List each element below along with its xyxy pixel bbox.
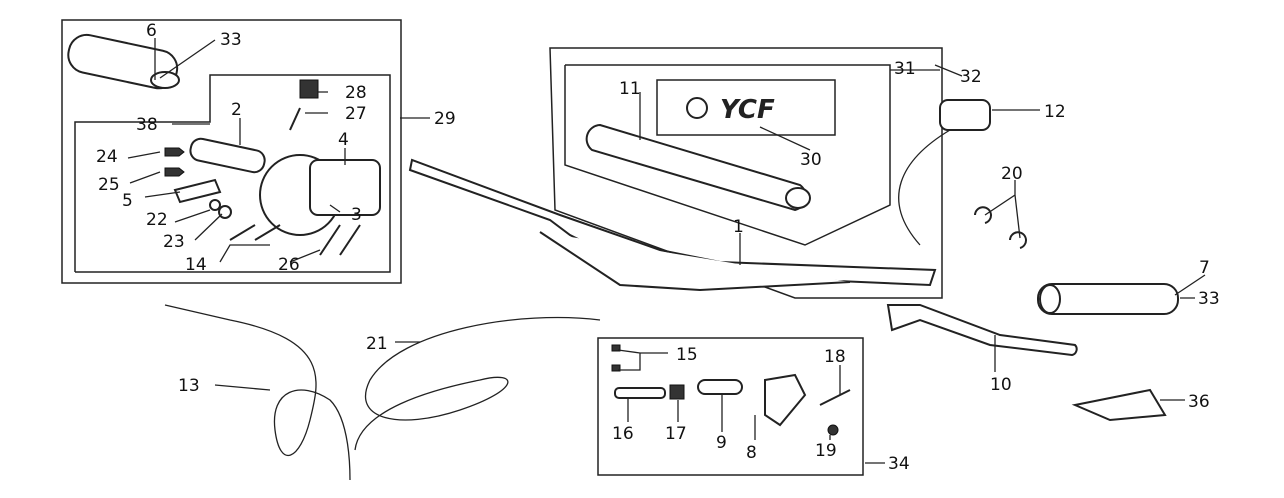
bolts-26 [319, 224, 361, 256]
callout-31: 31 [894, 59, 916, 79]
callout-6: 6 [146, 21, 157, 41]
bolt-18 [819, 389, 851, 406]
callout-27: 27 [345, 104, 367, 124]
logo-text: YCF [720, 95, 775, 125]
callout-11: 11 [619, 79, 641, 99]
throttle-housing [259, 154, 381, 236]
washer-23 [218, 205, 232, 219]
callout-33: 33 [220, 30, 242, 50]
screw-27 [289, 107, 301, 131]
bracket-8 [764, 373, 807, 427]
nut-28 [299, 79, 319, 99]
throttle-tube [189, 137, 266, 174]
callout-13: 13 [178, 376, 200, 396]
nut-17 [669, 384, 685, 400]
callout-17: 17 [665, 424, 687, 444]
callout-26: 26 [278, 255, 300, 275]
pin-16 [614, 387, 666, 399]
pad-inner-box [564, 64, 891, 246]
clamp-9 [697, 379, 743, 395]
callout-5: 5 [122, 191, 133, 211]
callout-16: 16 [612, 424, 634, 444]
ycf-logo: YCF [686, 95, 775, 125]
left-grip [67, 33, 180, 90]
leader-lines [127, 38, 1206, 464]
callout-25: 25 [98, 175, 120, 195]
kill-switch [898, 99, 991, 246]
callout-9: 9 [716, 433, 727, 453]
callout-22: 22 [146, 210, 168, 230]
callout-38: 38 [136, 115, 158, 135]
callout-20: 20 [1001, 164, 1023, 184]
plate-5 [173, 178, 222, 204]
clutch-cable [354, 316, 601, 451]
handlebar-pad-box [549, 47, 943, 299]
callout-23: 23 [163, 232, 185, 252]
callout-21: 21 [366, 334, 388, 354]
callout-30: 30 [800, 150, 822, 170]
callout-2: 2 [231, 100, 242, 120]
callout-28: 28 [345, 83, 367, 103]
handlebar-pad [585, 123, 811, 212]
callout-14: 14 [185, 255, 207, 275]
callout-19: 19 [815, 441, 837, 461]
callout-3: 3 [351, 205, 362, 225]
callout-4: 4 [338, 130, 349, 150]
callout-8: 8 [746, 443, 757, 463]
callout-32: 32 [960, 67, 982, 87]
callout-15: 15 [676, 345, 698, 365]
callout-7: 7 [1199, 258, 1210, 278]
callout-24: 24 [96, 147, 118, 167]
screws-24-25 [164, 147, 185, 177]
logo-box [656, 79, 836, 136]
bolts-14 [229, 224, 281, 241]
clips-20 [974, 206, 1027, 249]
callout-33-right: 33 [1198, 289, 1220, 309]
callout-34: 34 [888, 454, 910, 474]
guard-36 [1071, 388, 1167, 422]
callout-18: 18 [824, 347, 846, 367]
right-grip [1037, 283, 1179, 315]
callout-36: 36 [1188, 392, 1210, 412]
nut-19 [827, 424, 839, 436]
handlebar [408, 158, 937, 292]
clutch-lever [886, 304, 1078, 357]
throttle-cable [164, 304, 351, 481]
callout-12: 12 [1044, 102, 1066, 122]
lever-bracket-box [597, 337, 864, 476]
callout-29: 29 [434, 109, 456, 129]
throttle-assembly-box [61, 19, 402, 284]
throttle-subassembly-box [74, 74, 391, 273]
washer-22 [209, 199, 221, 211]
screws-15 [611, 344, 621, 372]
callout-10: 10 [990, 375, 1012, 395]
callout-1: 1 [733, 217, 744, 237]
